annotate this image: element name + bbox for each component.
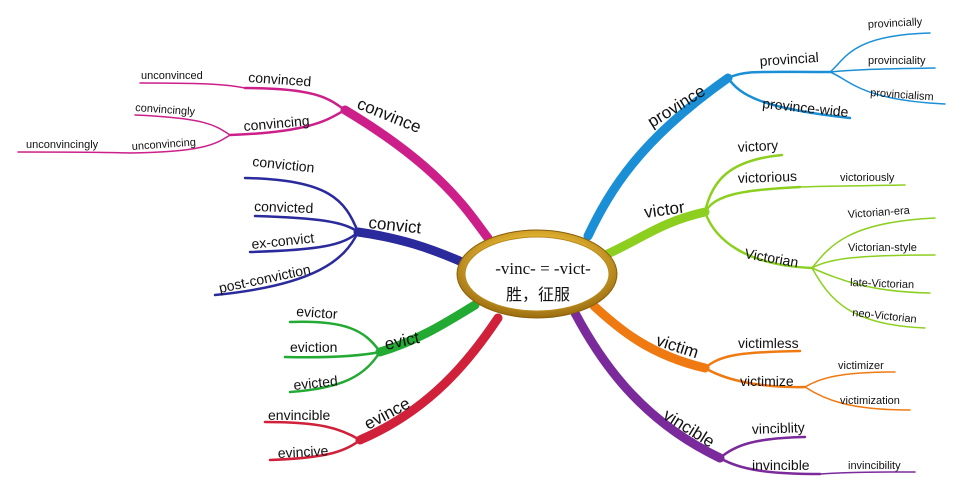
node-conviction: conviction bbox=[252, 153, 316, 175]
node-invincibility: invincibility bbox=[848, 460, 901, 472]
node-unconvinced: unconvinced bbox=[141, 70, 203, 82]
branch-evict bbox=[283, 300, 480, 394]
node-victimizer: victimizer bbox=[838, 360, 884, 372]
node-convincingly: convincingly bbox=[135, 102, 196, 118]
node-convinced: convinced bbox=[248, 69, 312, 89]
node-provinciality: provinciality bbox=[868, 55, 926, 67]
node-ex-convict: ex-convict bbox=[251, 229, 315, 252]
center-line-1: -vinc- = -vict- bbox=[495, 259, 591, 278]
node-convincing: convincing bbox=[243, 112, 310, 134]
node-victimless: victimless bbox=[738, 335, 799, 351]
node-victorian: Victorian bbox=[743, 245, 799, 270]
node-convince: convince bbox=[355, 94, 424, 137]
node-evincive: evincive bbox=[277, 442, 329, 461]
node-evict: evict bbox=[383, 328, 421, 354]
node-victorious: victorious bbox=[738, 168, 798, 186]
node-late-victorian: late-Victorian bbox=[850, 277, 914, 291]
node-eviction: eviction bbox=[290, 339, 337, 355]
branch-evince bbox=[263, 313, 503, 462]
node-envincible: envincible bbox=[268, 407, 330, 423]
center-node: -vinc- = -vict- 胜，征服 bbox=[456, 229, 618, 319]
node-invincible: invincible bbox=[752, 457, 810, 473]
node-unconvincingly: unconvincingly bbox=[26, 139, 99, 151]
node-victorian-style: Victorian-style bbox=[848, 242, 917, 254]
node-vinciblity: vinciblity bbox=[752, 419, 805, 437]
node-province-wide: province-wide bbox=[762, 95, 850, 120]
node-victimize: victimize bbox=[740, 373, 794, 389]
center-line-2: 胜，征服 bbox=[506, 285, 570, 304]
node-victorian-era: Victorian-era bbox=[847, 205, 911, 221]
node-evicted: evicted bbox=[293, 372, 339, 393]
node-unconvincing: unconvincing bbox=[131, 137, 196, 153]
node-provincial: provincial bbox=[759, 49, 819, 69]
node-victimization: victimization bbox=[840, 395, 900, 407]
node-victory: victory bbox=[737, 137, 778, 155]
node-provincially: provincially bbox=[868, 16, 923, 31]
node-evictor: evictor bbox=[296, 303, 339, 322]
branch-province bbox=[583, 32, 946, 241]
node-victoriously: victoriously bbox=[840, 172, 895, 184]
node-convicted: convicted bbox=[254, 198, 314, 216]
branch-convince bbox=[17, 82, 493, 243]
branch-vincible bbox=[570, 308, 916, 476]
branch-convict bbox=[213, 176, 467, 297]
branch-victim bbox=[589, 301, 911, 411]
node-provincialism: provincialism bbox=[870, 87, 934, 103]
node-post-conviction: post-conviction bbox=[217, 261, 312, 296]
branch-victor bbox=[598, 153, 936, 329]
